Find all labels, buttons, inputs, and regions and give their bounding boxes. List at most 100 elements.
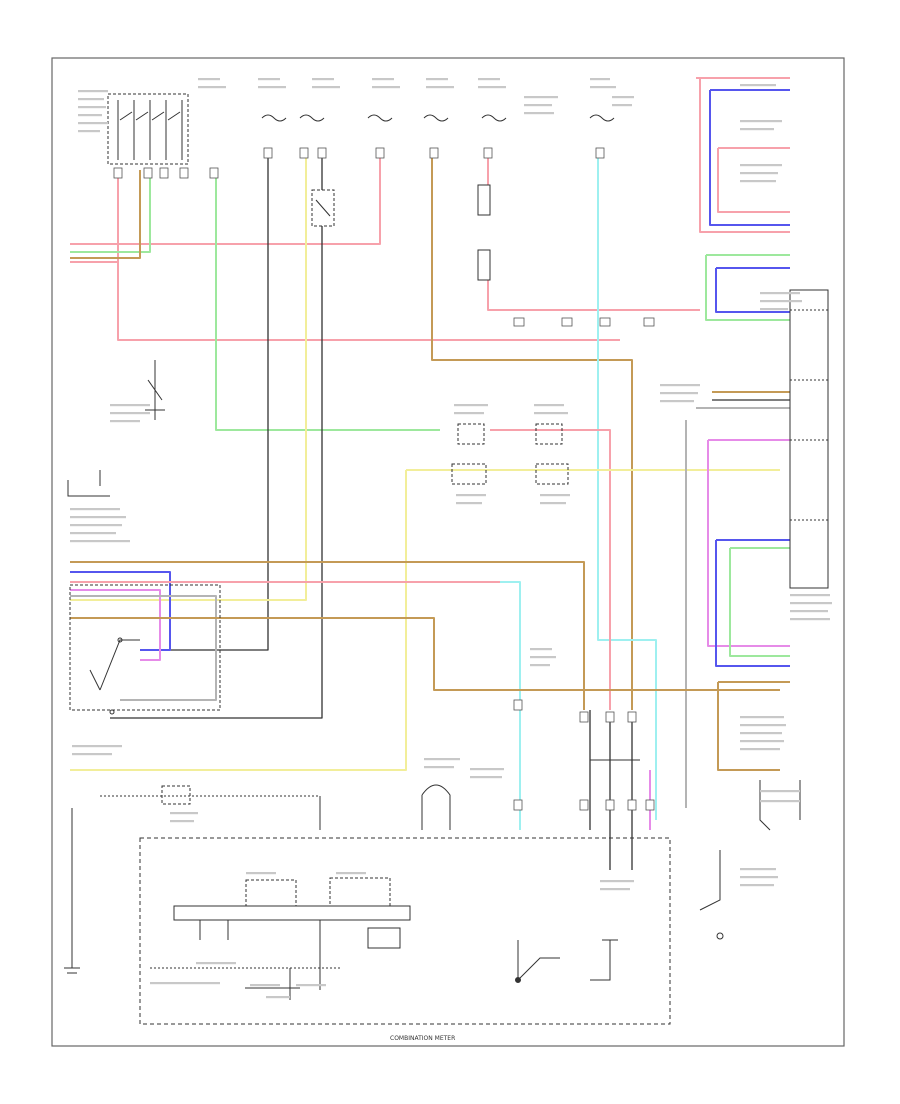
faded-label-58 bbox=[740, 724, 786, 727]
wire-yellow-15 bbox=[70, 470, 407, 771]
right-connector-block bbox=[789, 289, 829, 589]
wire-green-5 bbox=[215, 170, 440, 431]
faded-label-32 bbox=[760, 300, 802, 303]
wire-blue-38 bbox=[70, 571, 171, 651]
faded-label-85 bbox=[296, 984, 326, 987]
door-switch-pair-lower bbox=[451, 463, 569, 485]
faded-label-86 bbox=[266, 996, 290, 999]
faded-label-48 bbox=[70, 508, 120, 511]
wire-blue-34 bbox=[715, 540, 790, 667]
faded-label-80 bbox=[246, 872, 276, 875]
faded-label-20 bbox=[524, 112, 554, 115]
faded-label-52 bbox=[70, 540, 130, 543]
faded-label-43 bbox=[540, 494, 570, 497]
faded-label-21 bbox=[590, 78, 610, 81]
faded-label-60 bbox=[740, 740, 784, 743]
bottom-right-module bbox=[699, 780, 801, 940]
wire-magenta-41 bbox=[70, 589, 161, 661]
faded-label-82 bbox=[196, 962, 236, 965]
faded-label-14 bbox=[426, 78, 448, 81]
faded-label-62 bbox=[760, 790, 800, 793]
wire-green-2 bbox=[70, 170, 151, 253]
faded-label-70 bbox=[530, 656, 556, 659]
faded-label-26 bbox=[740, 120, 782, 123]
faded-label-23 bbox=[612, 96, 634, 99]
faded-label-3 bbox=[78, 114, 102, 117]
faded-label-29 bbox=[740, 172, 778, 175]
combination-meter-outline bbox=[139, 837, 671, 1025]
wire-layer bbox=[70, 77, 790, 870]
faded-label-17 bbox=[478, 86, 506, 89]
faded-label-61 bbox=[740, 748, 780, 751]
wire-tan-45 bbox=[717, 682, 780, 771]
wire-tan-10 bbox=[431, 150, 633, 710]
wire-tan-37 bbox=[70, 561, 585, 710]
faded-label-31 bbox=[760, 292, 800, 295]
faded-label-47 bbox=[110, 420, 140, 423]
faded-label-42 bbox=[456, 502, 482, 505]
faded-label-53 bbox=[790, 594, 830, 597]
lower-left-switch-assembly bbox=[69, 584, 221, 715]
faded-label-34 bbox=[660, 384, 700, 387]
wire-tan-43 bbox=[70, 617, 780, 691]
faded-label-6 bbox=[198, 78, 220, 81]
faded-label-18 bbox=[524, 96, 558, 99]
faded-label-64 bbox=[740, 868, 776, 871]
faded-label-57 bbox=[740, 716, 784, 719]
wire-tan-3 bbox=[70, 170, 141, 259]
faded-label-79 bbox=[170, 820, 194, 823]
wire-cyan-40 bbox=[500, 581, 521, 830]
faded-label-40 bbox=[534, 412, 568, 415]
inline-connector-marks bbox=[113, 147, 655, 811]
left-mid-switch bbox=[145, 360, 165, 420]
faded-label-59 bbox=[740, 732, 782, 735]
faded-label-25 bbox=[740, 84, 776, 87]
wire-green-24 bbox=[705, 255, 790, 321]
wire-blue-26 bbox=[715, 268, 790, 313]
faded-label-12 bbox=[372, 78, 394, 81]
faded-label-28 bbox=[740, 164, 782, 167]
faded-label-7 bbox=[198, 86, 226, 89]
faded-label-44 bbox=[540, 502, 566, 505]
wire-gray-42 bbox=[70, 595, 217, 701]
wire-magenta-32 bbox=[707, 440, 790, 647]
diagram-border bbox=[51, 57, 845, 1047]
faded-label-74 bbox=[470, 768, 504, 771]
wire-black-9 bbox=[110, 226, 323, 719]
wire-red-22 bbox=[717, 148, 790, 213]
combination-meter-label: COMBINATION METER bbox=[390, 1035, 455, 1042]
faded-label-77 bbox=[600, 888, 630, 891]
left-ground-leg bbox=[64, 808, 80, 974]
faded-label-0 bbox=[78, 90, 108, 93]
faded-label-81 bbox=[336, 872, 366, 875]
faded-label-11 bbox=[312, 86, 340, 89]
upper-meter-control bbox=[100, 785, 321, 830]
faded-label-15 bbox=[426, 86, 454, 89]
faded-label-49 bbox=[70, 516, 126, 519]
faded-label-51 bbox=[70, 532, 116, 535]
faded-label-41 bbox=[456, 494, 486, 497]
faded-label-22 bbox=[590, 86, 616, 89]
faded-label-8 bbox=[258, 78, 280, 81]
wire-red-1 bbox=[70, 150, 381, 245]
faded-label-66 bbox=[740, 884, 774, 887]
faded-label-2 bbox=[78, 106, 106, 109]
faded-label-27 bbox=[740, 128, 774, 131]
fuse-row bbox=[261, 114, 615, 122]
wire-red-12 bbox=[487, 280, 700, 311]
faded-label-84 bbox=[250, 984, 280, 987]
center-module-stack bbox=[477, 184, 491, 281]
lower-left-bracket bbox=[67, 470, 110, 497]
meter-right-branch bbox=[515, 939, 618, 983]
faded-label-69 bbox=[530, 648, 552, 651]
faded-label-38 bbox=[454, 412, 484, 415]
faded-label-37 bbox=[454, 404, 488, 407]
wire-yellow-7 bbox=[70, 150, 307, 601]
faded-label-35 bbox=[660, 392, 698, 395]
faded-label-4 bbox=[78, 122, 108, 125]
faded-label-blocks bbox=[70, 78, 832, 999]
faded-label-13 bbox=[372, 86, 400, 89]
faded-label-39 bbox=[534, 404, 564, 407]
faded-label-24 bbox=[612, 104, 632, 107]
